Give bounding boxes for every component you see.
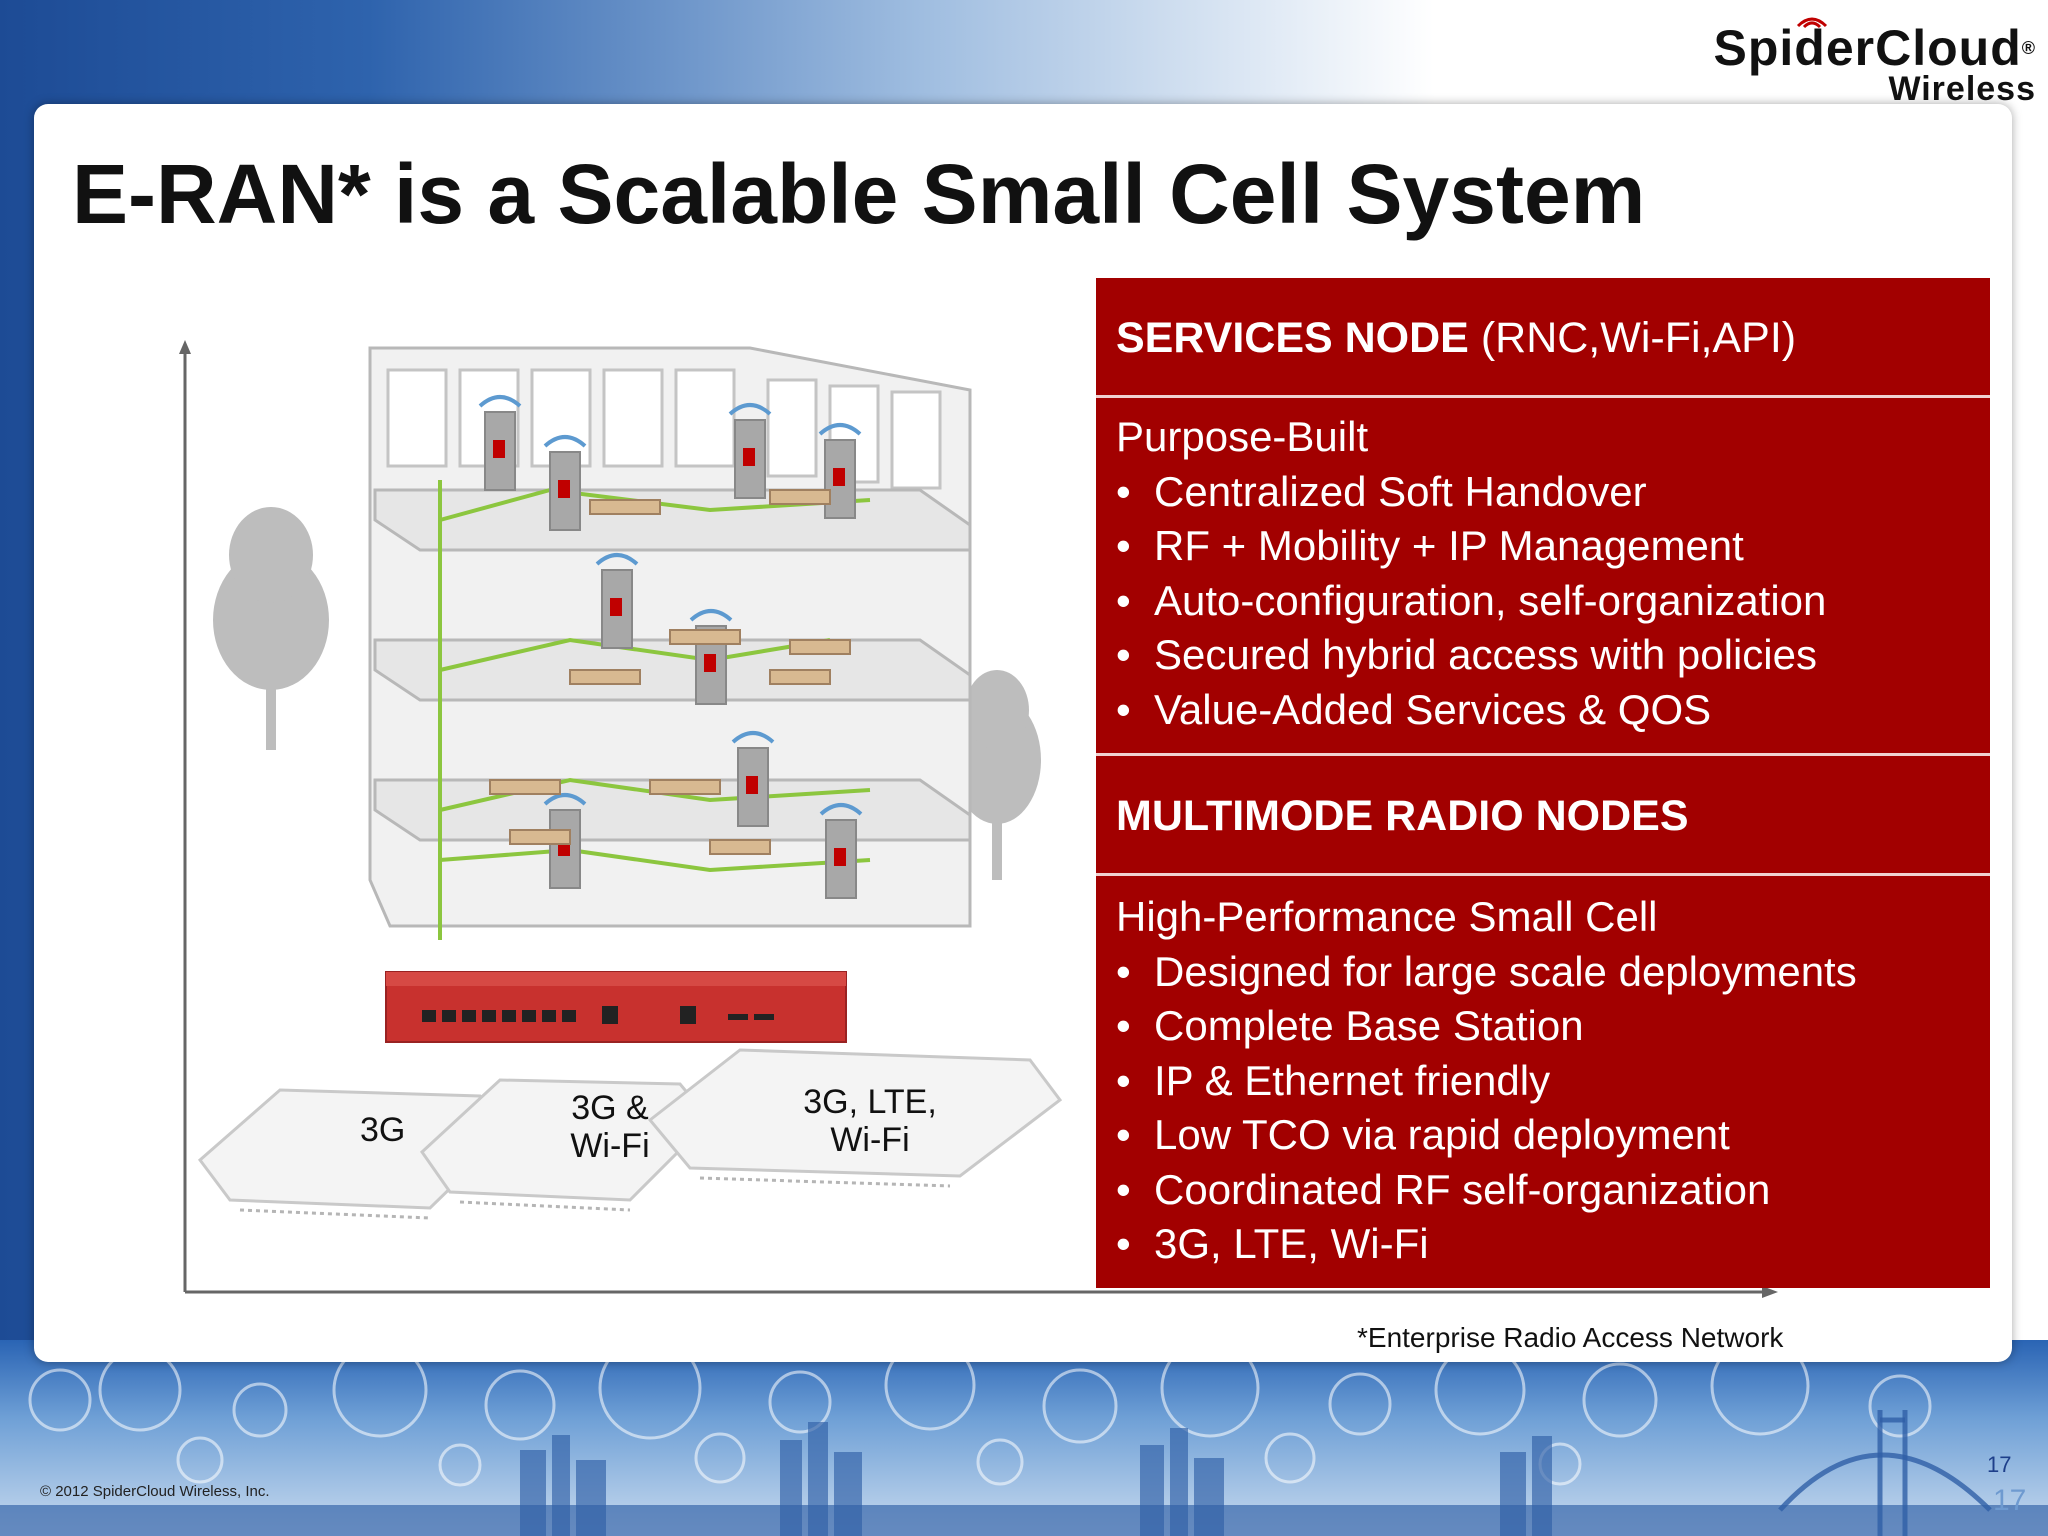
- radio-feature-list: Designed for large scale deployments Com…: [1116, 945, 1990, 1272]
- list-item: Coordinated RF self-organization: [1116, 1163, 1990, 1218]
- feature-panel: SERVICES NODE (RNC,Wi-Fi,API) Purpose-Bu…: [1096, 278, 1990, 1288]
- skyline-band: [0, 1340, 2048, 1536]
- tree-left-icon: [213, 507, 329, 750]
- logo-subtitle: Wireless: [1888, 70, 2036, 108]
- office-building-illustration: [368, 346, 972, 940]
- services-node-heading-text: SERVICES NODE: [1116, 314, 1469, 362]
- list-item: Designed for large scale deployments: [1116, 945, 1990, 1000]
- tree-right-icon: [953, 670, 1041, 880]
- list-item: Low TCO via rapid deployment: [1116, 1108, 1990, 1163]
- services-node-heading: SERVICES NODE (RNC,Wi-Fi,API): [1116, 314, 1990, 363]
- page-number: 17: [1987, 1452, 2012, 1477]
- list-item: Secured hybrid access with policies: [1116, 628, 1990, 683]
- list-item: RF + Mobility + IP Management: [1116, 519, 1990, 574]
- signal-waves-icon: [1796, 17, 1827, 29]
- slide-title: E-RAN* is a Scalable Small Cell System: [72, 147, 1646, 241]
- device-label-3g-wifi-line2: Wi-Fi: [570, 1127, 650, 1165]
- skyline-decoration: [0, 1340, 2048, 1536]
- list-item: Auto-configuration, self-organization: [1116, 574, 1990, 629]
- list-item: Value-Added Services & QOS: [1116, 683, 1990, 738]
- device-label-3g-lte-wifi-line2: Wi-Fi: [830, 1121, 910, 1159]
- spidercloud-logo: SpiderCloud® Wireless: [1714, 17, 2036, 108]
- radio-intro: High-Performance Small Cell: [1116, 893, 1658, 940]
- device-label-3g: 3G: [360, 1111, 406, 1149]
- device-label-3g-lte-wifi-line1: 3G, LTE,: [803, 1083, 937, 1121]
- services-feature-list: Centralized Soft Handover RF + Mobility …: [1116, 465, 1990, 738]
- horizontal-axis-arrow-icon: [1762, 1286, 1778, 1298]
- list-item: IP & Ethernet friendly: [1116, 1054, 1990, 1109]
- list-item: Complete Base Station: [1116, 999, 1990, 1054]
- radio-nodes-header: MULTIMODE RADIO NODES: [1096, 756, 1990, 876]
- scalability-diagram: [179, 340, 1778, 1298]
- list-item: 3G, LTE, Wi-Fi: [1116, 1217, 1990, 1272]
- device-label-3g-wifi: 3G & Wi-Fi: [560, 1089, 660, 1165]
- logo-registered-mark: ®: [2021, 38, 2036, 58]
- radio-node-devices: [197, 1048, 1063, 1210]
- footnote: *Enterprise Radio Access Network: [1357, 1322, 1784, 1353]
- services-node-heading-extra: (RNC,Wi-Fi,API): [1480, 314, 1797, 362]
- device-label-3g-wifi-line1: 3G &: [571, 1089, 649, 1127]
- services-node-features: Purpose-Built Centralized Soft Handover …: [1096, 398, 1990, 756]
- services-intro: Purpose-Built: [1116, 413, 1369, 460]
- vertical-axis-arrow-icon: [179, 340, 191, 354]
- logo-brand: SpiderCloud®: [1714, 22, 2036, 74]
- services-node-header: SERVICES NODE (RNC,Wi-Fi,API): [1096, 278, 1990, 398]
- device-label-3g-lte-wifi: 3G, LTE, Wi-Fi: [790, 1083, 950, 1159]
- radio-nodes-features: High-Performance Small Cell Designed for…: [1096, 876, 1990, 1288]
- copyright: © 2012 SpiderCloud Wireless, Inc.: [40, 1483, 270, 1500]
- list-item: Centralized Soft Handover: [1116, 465, 1990, 520]
- radio-nodes-heading: MULTIMODE RADIO NODES: [1116, 792, 1689, 840]
- page-number-ghost: 17: [1993, 1484, 2027, 1517]
- radio-node-fins: [239, 1176, 951, 1220]
- services-node-rack-unit: [385, 971, 847, 1043]
- logo-brand-text: SpiderCloud: [1713, 20, 2022, 76]
